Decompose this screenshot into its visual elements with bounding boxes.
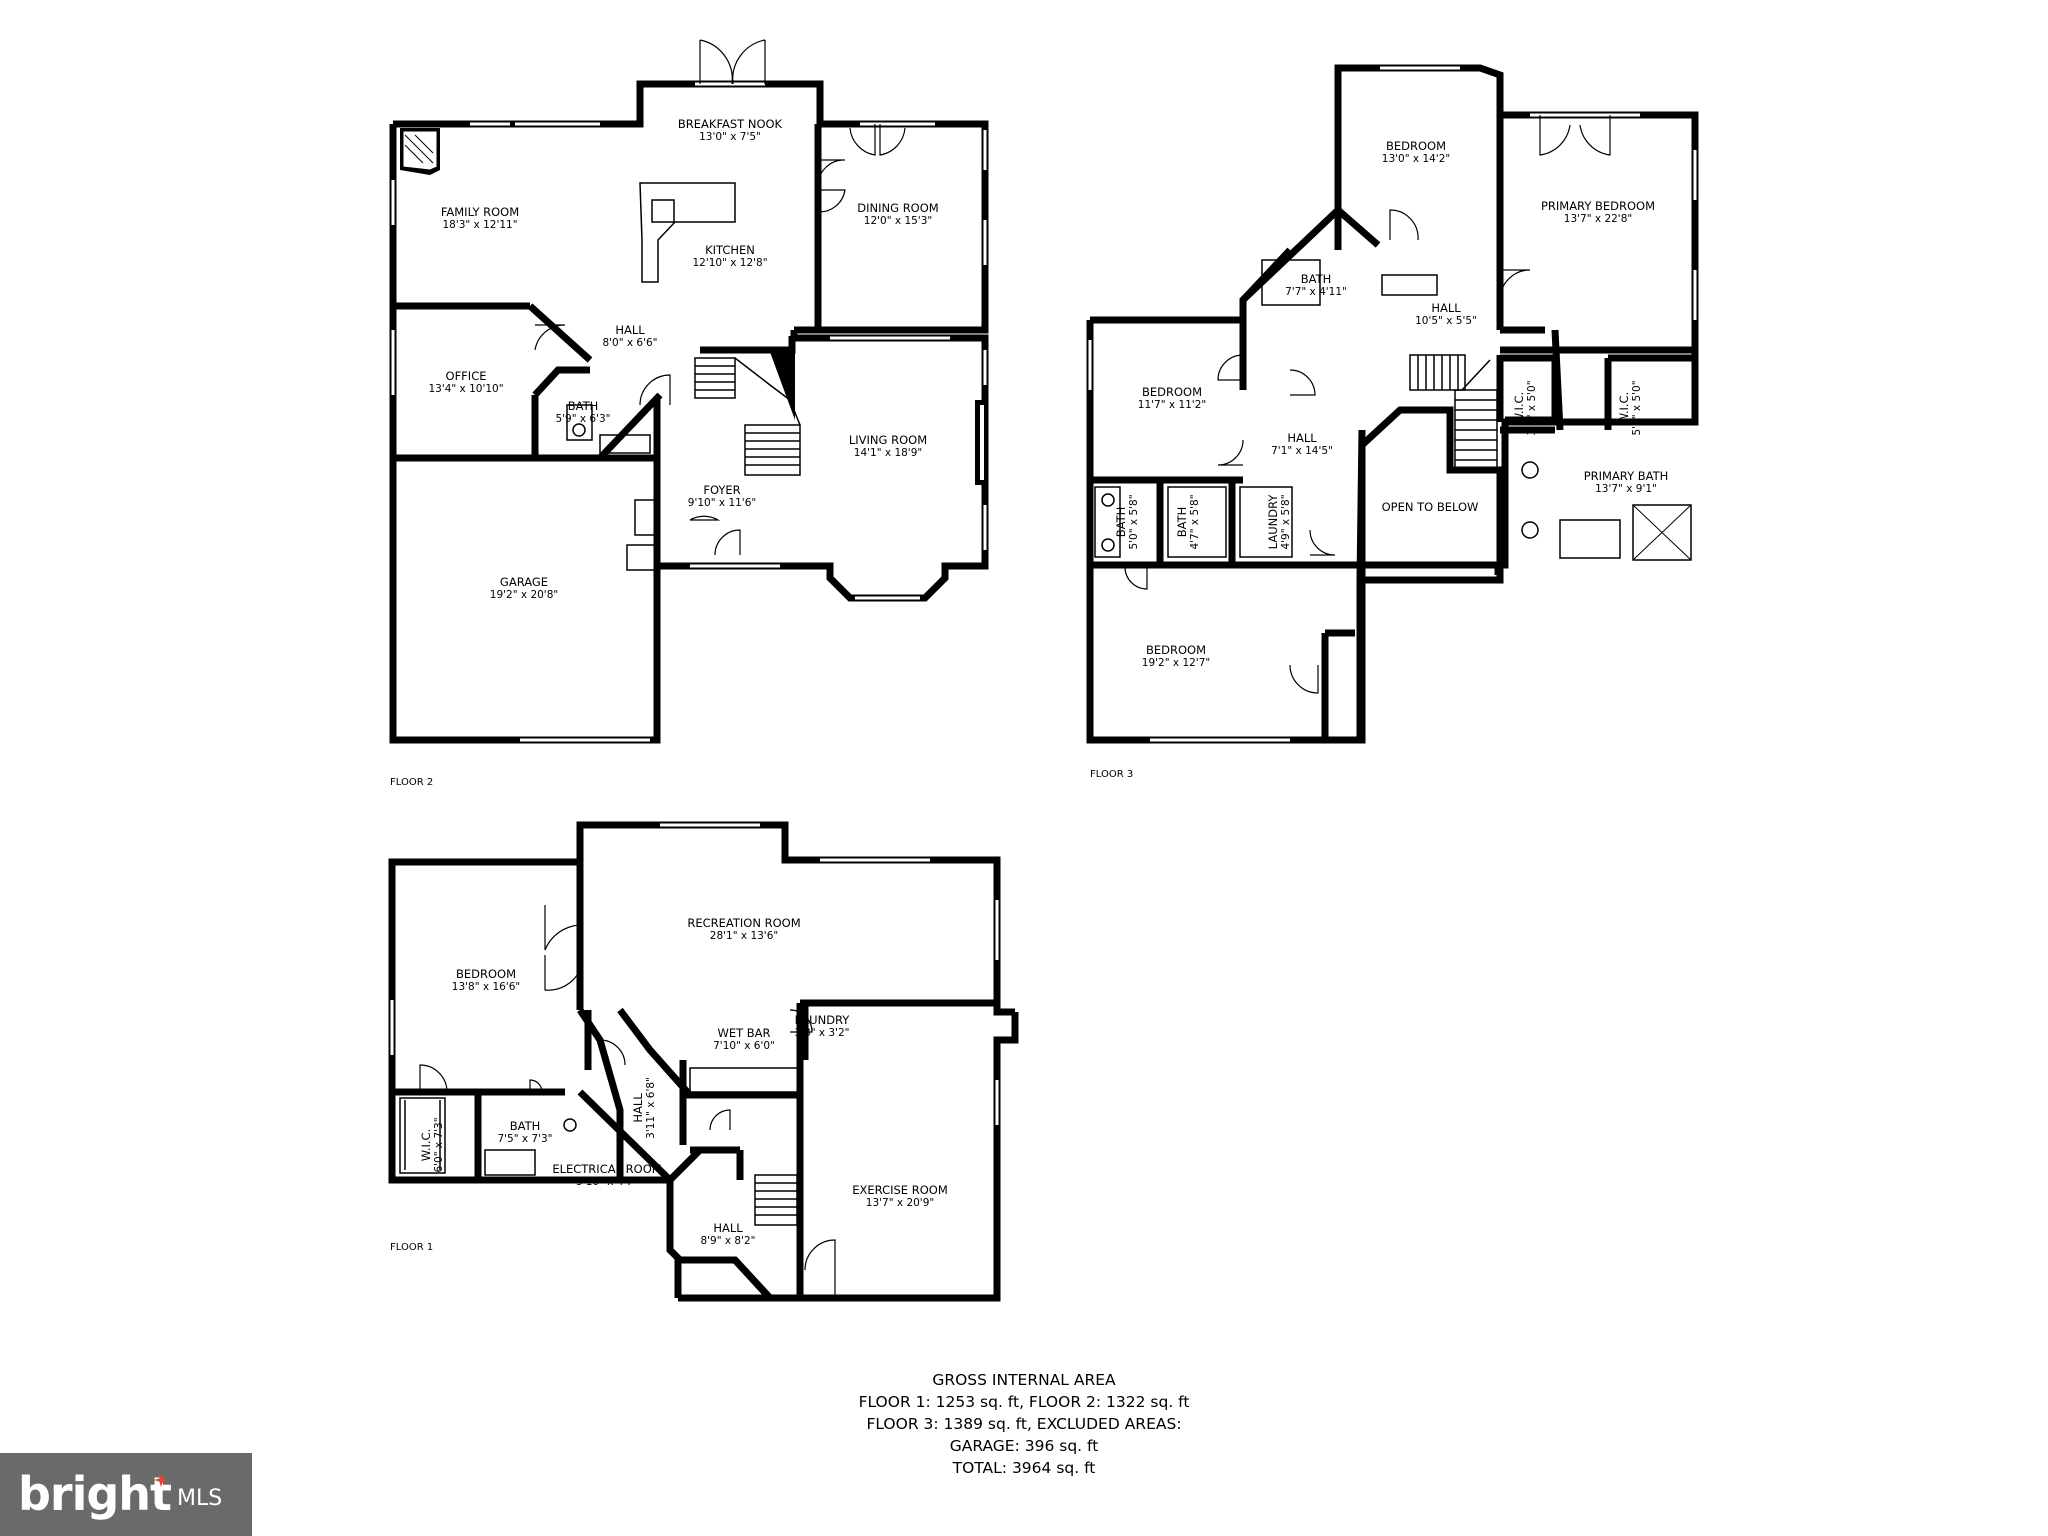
area-title: GROSS INTERNAL AREA	[932, 1371, 1116, 1389]
room-name: RECREATION ROOM	[687, 916, 800, 930]
room-name: BATH	[510, 1119, 541, 1133]
room-dim: 13'7" x 20'9"	[866, 1197, 934, 1209]
room-name: FOYER	[703, 483, 740, 497]
room-dim: 19'2" x 12'7"	[1142, 657, 1210, 669]
room-dim: 8'9" x 8'2"	[700, 1235, 755, 1247]
room-name: FAMILY ROOM	[441, 205, 519, 219]
room-name: BATH	[1301, 272, 1332, 286]
room-name: BATH	[568, 399, 599, 413]
gross-internal-area: GROSS INTERNAL AREA FLOOR 1: 1253 sq. ft…	[0, 1369, 2048, 1479]
room-dim: 13'7" x 22'8"	[1564, 213, 1632, 225]
room-dim: 14'1" x 18'9"	[854, 447, 922, 459]
room-dim: 3'4" x 5'0"	[1526, 380, 1538, 435]
room-name: BATH	[1175, 507, 1189, 538]
room-dim: 13'7" x 9'1"	[1595, 483, 1657, 495]
room-name: W.I.C.	[1617, 392, 1631, 424]
room-name: HALL	[1287, 431, 1317, 445]
room-name: BREAKFAST NOOK	[678, 117, 783, 131]
floor-label: FLOOR 1	[390, 1242, 433, 1253]
room-dim: 4'9" x 5'8"	[1280, 494, 1292, 549]
room-dim: 18'3" x 12'11"	[442, 219, 517, 231]
room-dim: 5'5" x 5'0"	[1631, 380, 1643, 435]
room-dim: 5'9" x 6'3"	[555, 413, 610, 425]
room-name: PRIMARY BATH	[1584, 469, 1669, 483]
room-name: W.I.C.	[1512, 392, 1526, 424]
room-dim: 8'0" x 6'6"	[602, 337, 657, 349]
room-dim: 12'10" x 12'8"	[692, 257, 767, 269]
room-dim: 5'0" x 5'8"	[1128, 494, 1140, 549]
room-dim: 12'0" x 15'3"	[864, 215, 932, 227]
room-dim: 7'10" x 6'0"	[713, 1040, 775, 1052]
room-name: BEDROOM	[1146, 643, 1206, 657]
room-name: GARAGE	[500, 575, 548, 589]
room-name: PRIMARY BEDROOM	[1541, 199, 1655, 213]
room-dim: 7'5" x 7'3"	[497, 1133, 552, 1145]
room-name: HALL	[713, 1221, 743, 1235]
room-dim: 19'2" x 20'8"	[490, 589, 558, 601]
room-dim: 13'8" x 16'6"	[452, 981, 520, 993]
room-name: BEDROOM	[1142, 385, 1202, 399]
room-dim: 13'4" x 10'10"	[428, 383, 503, 395]
room-name: LAUNDRY	[795, 1013, 851, 1027]
room-dim: 13'0" x 7'5"	[699, 131, 761, 143]
area-line: FLOOR 3: 1389 sq. ft, EXCLUDED AREAS:	[866, 1415, 1182, 1433]
room-name: HALL	[1431, 301, 1461, 315]
room-name: BATH	[1114, 507, 1128, 538]
room-name: LAUNDRY	[1266, 494, 1280, 550]
room-dim: 7'1" x 14'5"	[1271, 445, 1333, 457]
room-dim: 11'7" x 11'2"	[1138, 399, 1206, 411]
room-dim: 4'7" x 5'8"	[1189, 494, 1201, 549]
bright-mls-watermark: bright MLS	[0, 1453, 252, 1536]
floor-2-plan: BREAKFAST NOOK 13'0" x 7'5" FAMILY ROOM …	[389, 39, 989, 788]
room-dim: 10'5" x 5'5"	[1415, 315, 1477, 327]
floor-3-plan: BEDROOM 13'0" x 14'2" PRIMARY BEDROOM 13…	[1086, 64, 1699, 780]
star-icon	[154, 1473, 168, 1487]
room-dim: 9'10" x 11'6"	[688, 497, 756, 509]
room-name: EXERCISE ROOM	[852, 1183, 948, 1197]
room-dim: 3'8" x 3'2"	[794, 1027, 849, 1039]
room-name: DINING ROOM	[857, 201, 938, 215]
area-line: FLOOR 1: 1253 sq. ft, FLOOR 2: 1322 sq. …	[858, 1393, 1190, 1411]
room-name: OPEN TO BELOW	[1382, 500, 1479, 514]
room-dim: 5'10" x 4'7"	[576, 1176, 638, 1188]
room-name: KITCHEN	[705, 243, 755, 257]
room-name: OFFICE	[446, 369, 487, 383]
room-dim: 13'0" x 14'2"	[1382, 153, 1450, 165]
room-name: W.I.C.	[419, 1129, 433, 1161]
floor-label: FLOOR 3	[1090, 769, 1133, 780]
floor-1-plan: RECREATION ROOM 28'1" x 13'6" BEDROOM 13…	[388, 821, 1019, 1302]
room-name: BEDROOM	[456, 967, 516, 981]
room-name: HALL	[615, 323, 645, 337]
room-dim: 6'0" x 7'3"	[433, 1117, 445, 1172]
watermark-suffix: MLS	[177, 1486, 223, 1511]
room-name: WET BAR	[717, 1026, 770, 1040]
room-dim: 7'7" x 4'11"	[1285, 286, 1347, 298]
floor-label: FLOOR 2	[390, 777, 433, 788]
room-name: BEDROOM	[1386, 139, 1446, 153]
area-line: GARAGE: 396 sq. ft	[949, 1437, 1099, 1455]
watermark-brand: bright	[18, 1467, 172, 1521]
area-total: TOTAL: 3964 sq. ft	[952, 1459, 1096, 1477]
room-dim: 3'11" x 6'8"	[645, 1077, 657, 1139]
room-name: ELECTRICAL ROOM	[552, 1162, 661, 1176]
room-name: HALL	[631, 1093, 645, 1123]
room-name: LIVING ROOM	[849, 433, 927, 447]
room-dim: 28'1" x 13'6"	[710, 930, 778, 942]
